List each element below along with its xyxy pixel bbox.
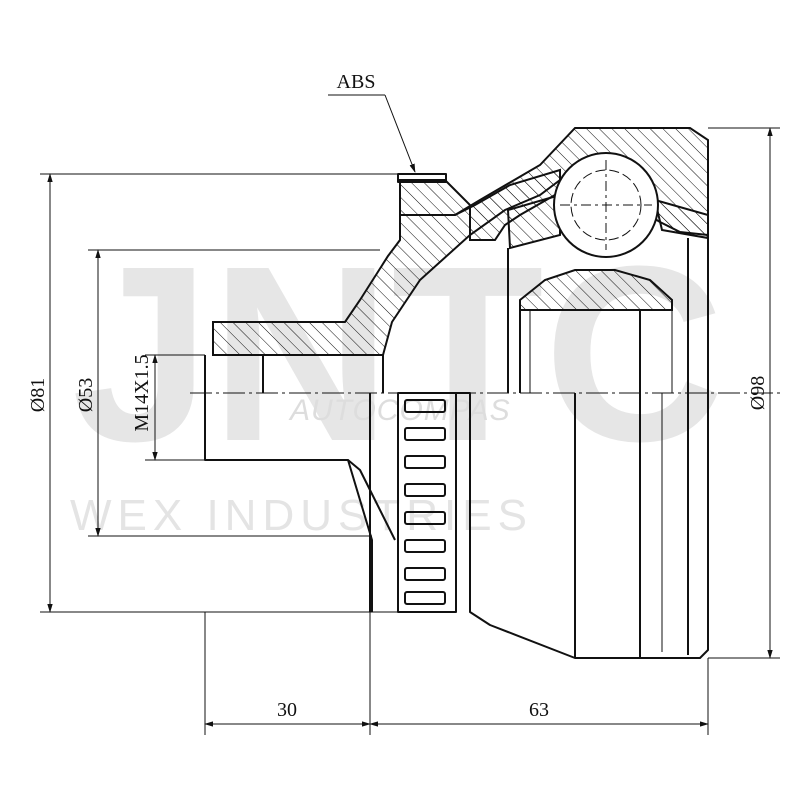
bell-exterior <box>456 392 709 659</box>
dim-spline-diameter: Ø53 <box>75 378 97 412</box>
dim-body-length: 63 <box>529 699 549 721</box>
dim-outer-diameter-large: Ø98 <box>747 376 769 410</box>
abs-teeth <box>404 399 446 605</box>
hub-section <box>519 269 673 311</box>
dimensions: Ø81 Ø53 M14X1.5 Ø98 30 63 ABS <box>27 71 780 735</box>
dim-outer-diameter-small: Ø81 <box>27 378 49 412</box>
exterior-lower <box>204 322 709 659</box>
abs-ring-top <box>397 173 447 183</box>
abs-ring <box>397 392 457 613</box>
dim-shaft-length: 30 <box>277 699 297 721</box>
ball-inner-circle <box>570 169 642 241</box>
watermark-line1: AUTOCOMPAS <box>288 394 511 427</box>
watermark-line2: WEX INDUSTRIES <box>70 491 533 540</box>
dim-thread: M14X1.5 <box>131 354 153 431</box>
section-upper <box>212 127 709 393</box>
callout-abs: ABS <box>337 71 376 93</box>
cage-left <box>506 193 561 250</box>
